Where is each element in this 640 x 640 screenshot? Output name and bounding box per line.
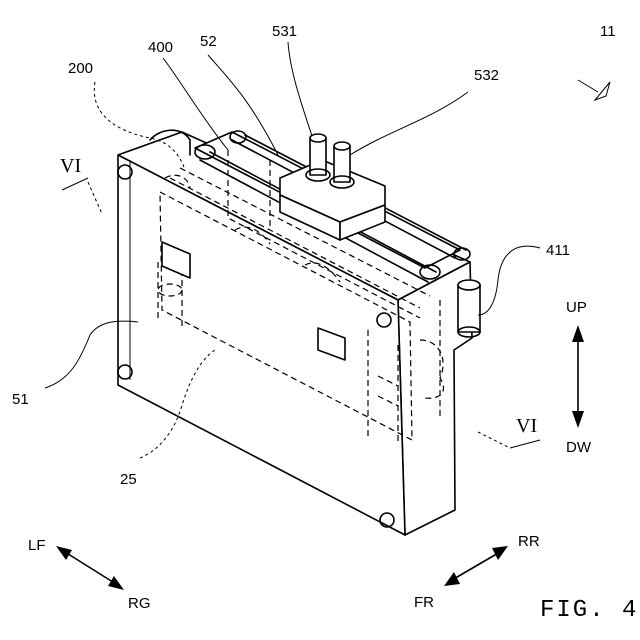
figure-title: FIG. 4 [540, 597, 638, 624]
section-label-top: VI [60, 155, 81, 177]
dir-fr: FR [414, 594, 434, 611]
ref-25: 25 [120, 471, 137, 488]
ref-52: 52 [200, 33, 217, 50]
ref-400: 400 [148, 39, 173, 56]
arrow-rr-fr [444, 546, 508, 586]
ref-200: 200 [68, 60, 93, 77]
arrow-lf-rg [56, 546, 124, 590]
section-marker-top [62, 178, 102, 214]
pipe-532 [330, 142, 354, 188]
pipe-531 [306, 134, 330, 181]
dir-down: DW [566, 439, 592, 456]
dir-rr: RR [518, 533, 540, 550]
section-label-bottom: VI [516, 415, 537, 437]
ref-532: 532 [474, 67, 499, 84]
dir-lf: LF [28, 537, 46, 554]
dir-rg: RG [128, 595, 151, 612]
ref-11: 11 [600, 23, 616, 40]
fitting-411 [458, 280, 480, 337]
ref-531: 531 [272, 23, 297, 40]
dir-up: UP [566, 299, 587, 316]
arrow-up-down [572, 325, 584, 428]
ref-51: 51 [12, 391, 29, 408]
ref-411: 411 [546, 242, 570, 259]
